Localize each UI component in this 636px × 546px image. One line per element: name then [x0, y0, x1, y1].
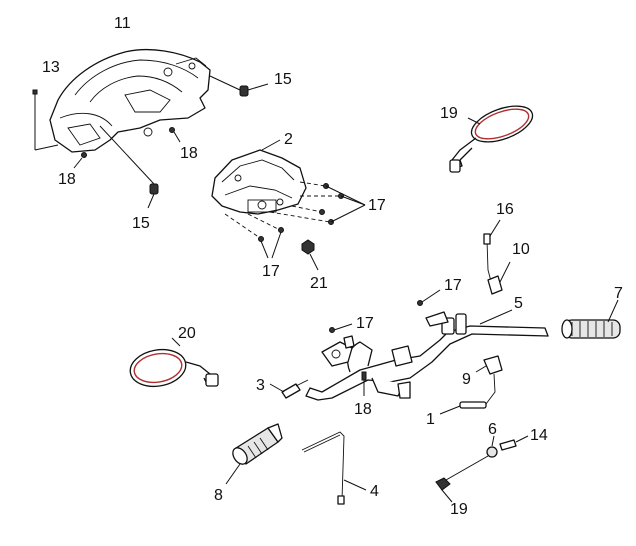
washer-6 — [486, 435, 498, 458]
cable-3 — [269, 379, 309, 399]
grommet-15-top — [209, 75, 269, 97]
cable-16 — [483, 219, 501, 286]
callout-19-mirror: 19 — [440, 105, 458, 122]
callout-3: 3 — [256, 377, 265, 394]
callout-14: 14 — [530, 427, 548, 444]
screws-17-rear-cover — [269, 181, 366, 225]
callout-21: 21 — [310, 275, 328, 292]
callout-18-left: 18 — [58, 171, 76, 188]
left-mirror — [129, 337, 219, 388]
callout-17-lower: 17 — [262, 263, 280, 280]
screw-17-throttle — [417, 289, 441, 306]
throttle-cable-1 — [439, 401, 487, 415]
callout-17-cover: 17 — [368, 197, 386, 214]
grommet-15-bottom — [99, 125, 159, 209]
screw-18-right — [169, 127, 181, 143]
callout-17-throttle: 17 — [444, 277, 462, 294]
rear-handlebar-cover — [211, 139, 307, 215]
callout-18-lower: 18 — [354, 401, 372, 418]
callout-13: 13 — [42, 59, 60, 76]
left-grip — [225, 423, 283, 485]
handlebar — [305, 309, 549, 401]
callout-11: 11 — [114, 15, 131, 32]
left-switch-housing — [321, 335, 355, 367]
callout-15-top: 15 — [274, 71, 292, 88]
bolt-14 — [499, 435, 529, 451]
callout-6: 6 — [488, 421, 497, 438]
callout-2: 2 — [284, 131, 293, 148]
callout-9: 9 — [462, 371, 471, 388]
callout-18-right: 18 — [180, 145, 198, 162]
screw-18-lower — [361, 371, 367, 396]
right-grip — [561, 299, 621, 339]
callout-15-bottom: 15 — [132, 215, 150, 232]
switch-10 — [487, 261, 511, 295]
callout-7: 7 — [614, 285, 623, 302]
nut-21 — [301, 239, 319, 271]
callout-8: 8 — [214, 487, 223, 504]
throttle-housing-9 — [475, 355, 503, 405]
right-mirror — [449, 105, 534, 173]
front-handlebar-cover — [49, 49, 211, 153]
callout-labels: 11 13 15 18 18 15 19 2 17 17 21 16 10 17… — [42, 15, 623, 518]
callout-10: 10 — [512, 241, 530, 258]
callout-4: 4 — [370, 483, 379, 500]
callout-19-bottom: 19 — [450, 501, 468, 518]
callout-5: 5 — [514, 295, 523, 312]
weight-19 — [435, 455, 489, 503]
screw-13 — [32, 89, 59, 151]
callout-20: 20 — [178, 325, 196, 342]
screw-18-left — [73, 152, 87, 169]
screws-17-lower — [224, 213, 284, 259]
cable-4 — [301, 431, 367, 505]
callout-16: 16 — [496, 201, 514, 218]
callout-1: 1 — [426, 411, 435, 428]
screw-17-left — [329, 323, 353, 333]
callout-17-left: 17 — [356, 315, 374, 332]
